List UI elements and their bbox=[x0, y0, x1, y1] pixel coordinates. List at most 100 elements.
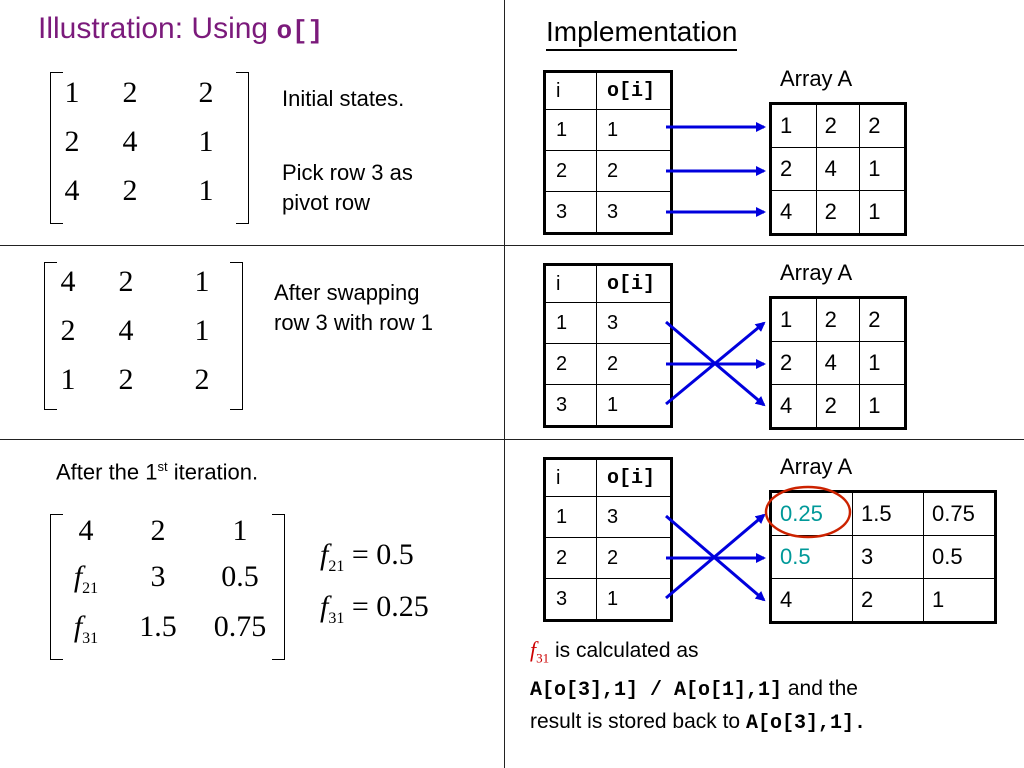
caption-code-1: A[o[3],1] / A[o[1],1] bbox=[530, 679, 783, 703]
o-table-cell: 3 bbox=[596, 191, 672, 234]
o-table-header-i: i bbox=[544, 458, 597, 497]
matrix-cell: 2 bbox=[122, 174, 138, 207]
eq-rhs: = 0.5 bbox=[344, 538, 414, 571]
caption-sub: 31 bbox=[536, 650, 550, 666]
eq-var: f bbox=[320, 538, 329, 571]
array-cell: 2 bbox=[770, 147, 817, 191]
matrix-cell: 1.5 bbox=[139, 610, 177, 643]
matrix-cell: 1 bbox=[232, 514, 248, 547]
equation-f21: f21 = 0.5 bbox=[320, 538, 414, 576]
array-cell: 4 bbox=[770, 578, 853, 623]
matrix-2-right-bracket bbox=[230, 262, 243, 410]
matrix-cell: 1 bbox=[198, 125, 214, 158]
array-cell: 1 bbox=[770, 103, 817, 148]
eq-rhs: = 0.25 bbox=[344, 590, 429, 623]
array-cell: 1 bbox=[923, 578, 996, 623]
array-cell: 4 bbox=[815, 147, 861, 191]
matrix-cell-f31: f31 bbox=[56, 610, 116, 648]
o-table-cell: 1 bbox=[596, 578, 672, 621]
slide-title-text: Illustration: Using bbox=[38, 12, 277, 45]
note-after-iteration: After the 1st iteration. bbox=[56, 452, 258, 487]
matrix-cell: 0.5 bbox=[221, 560, 259, 593]
matrix-1-left-bracket bbox=[50, 72, 63, 224]
o-table-cell: 3 bbox=[596, 496, 672, 538]
matrix-cell: 4 bbox=[122, 125, 138, 158]
iteration-sup: st bbox=[157, 459, 168, 474]
o-table-header-oi: o[i] bbox=[596, 264, 672, 303]
caption-text: result is stored back to bbox=[530, 710, 746, 734]
highlight-circle bbox=[764, 485, 852, 539]
note-line: After swapping bbox=[274, 280, 420, 305]
o-table-cell: 2 bbox=[596, 150, 672, 192]
o-table-cell: 3 bbox=[596, 302, 672, 344]
caption-code-2: A[o[3],1]. bbox=[745, 712, 866, 736]
caption: f31 is calculated as A[o[3],1] / A[o[1],… bbox=[530, 634, 866, 739]
matrix-2-left-bracket bbox=[44, 262, 57, 410]
matrix-cell: 2 bbox=[150, 514, 166, 547]
f-var: f bbox=[73, 610, 83, 643]
array-cell: 2 bbox=[852, 578, 924, 623]
matrix-cell: 3 bbox=[150, 560, 166, 593]
note-line: Pick row 3 as bbox=[282, 160, 413, 185]
slide-title: Illustration: Using o[] bbox=[38, 12, 323, 46]
matrix-cell: 2 bbox=[198, 76, 214, 109]
array-cell: 2 bbox=[770, 341, 817, 385]
matrix-cell: 1 bbox=[198, 174, 214, 207]
matrix-cell: 0.75 bbox=[213, 610, 267, 643]
array-cell: 1 bbox=[859, 147, 906, 191]
f-var: f bbox=[73, 560, 83, 593]
arrow-3-3 bbox=[665, 513, 766, 600]
matrix-cell: 2 bbox=[118, 265, 134, 298]
o-table-cell: 1 bbox=[544, 496, 597, 538]
section-divider-1 bbox=[0, 245, 1024, 246]
center-divider bbox=[504, 0, 505, 768]
caption-line-3: result is stored back to A[o[3],1]. bbox=[530, 706, 866, 739]
arrow-2-3 bbox=[665, 321, 766, 406]
matrix-3-left-bracket bbox=[50, 514, 63, 660]
o-table-header-i: i bbox=[544, 264, 597, 303]
matrix-cell: 4 bbox=[64, 174, 80, 207]
array-a-label-2: Array A bbox=[780, 260, 853, 285]
matrix-cell: 2 bbox=[122, 76, 138, 109]
matrix-cell: 1 bbox=[64, 76, 80, 109]
array-a-label-3: Array A bbox=[780, 454, 853, 479]
array-cell: 4 bbox=[815, 341, 861, 385]
matrix-1: 1 2 2 2 4 1 4 2 1 bbox=[52, 76, 244, 208]
array-cell: 1 bbox=[859, 190, 906, 235]
equation-f31: f31 = 0.25 bbox=[320, 590, 429, 628]
caption-var: f bbox=[530, 637, 537, 662]
note-line: row 3 with row 1 bbox=[274, 310, 433, 335]
o-table-header-i: i bbox=[544, 71, 597, 110]
o-table-cell: 1 bbox=[596, 384, 672, 427]
array-cell: 4 bbox=[770, 384, 817, 429]
matrix-3-right-bracket bbox=[272, 514, 285, 660]
matrix-cell: 2 bbox=[118, 363, 134, 396]
caption-line-2: A[o[3],1] / A[o[1],1] and the bbox=[530, 673, 866, 706]
matrix-cell: 1 bbox=[60, 363, 76, 396]
caption-line-1: f31 is calculated as bbox=[530, 634, 866, 673]
iteration-suffix: iteration. bbox=[167, 459, 259, 485]
matrix-cell: 1 bbox=[194, 314, 210, 347]
caption-text: and the bbox=[782, 677, 858, 701]
array-cell: 2 bbox=[815, 297, 861, 342]
section-divider-2 bbox=[0, 439, 1024, 440]
note-initial-states: Initial states. bbox=[282, 86, 405, 111]
matrix-cell-f21: f21 bbox=[56, 560, 116, 598]
array-cell: 1.5 bbox=[852, 491, 924, 536]
eq-sub: 31 bbox=[328, 610, 345, 627]
o-table-cell: 3 bbox=[544, 578, 597, 621]
o-table-cell: 3 bbox=[544, 384, 597, 427]
matrix-1-right-bracket bbox=[236, 72, 249, 224]
matrix-cell: 4 bbox=[60, 265, 76, 298]
note-pick-row: Pick row 3 as pivot row bbox=[282, 158, 413, 218]
matrix-cell: 2 bbox=[194, 363, 210, 396]
matrix-cell: 4 bbox=[118, 314, 134, 347]
iteration-prefix: After the 1 bbox=[56, 459, 158, 485]
matrix-cell: 1 bbox=[194, 265, 210, 298]
matrix-3: 4 2 1 f21 3 0.5 f31 1.5 0.75 bbox=[56, 514, 280, 648]
note-after-swapping: After swapping row 3 with row 1 bbox=[274, 278, 433, 338]
